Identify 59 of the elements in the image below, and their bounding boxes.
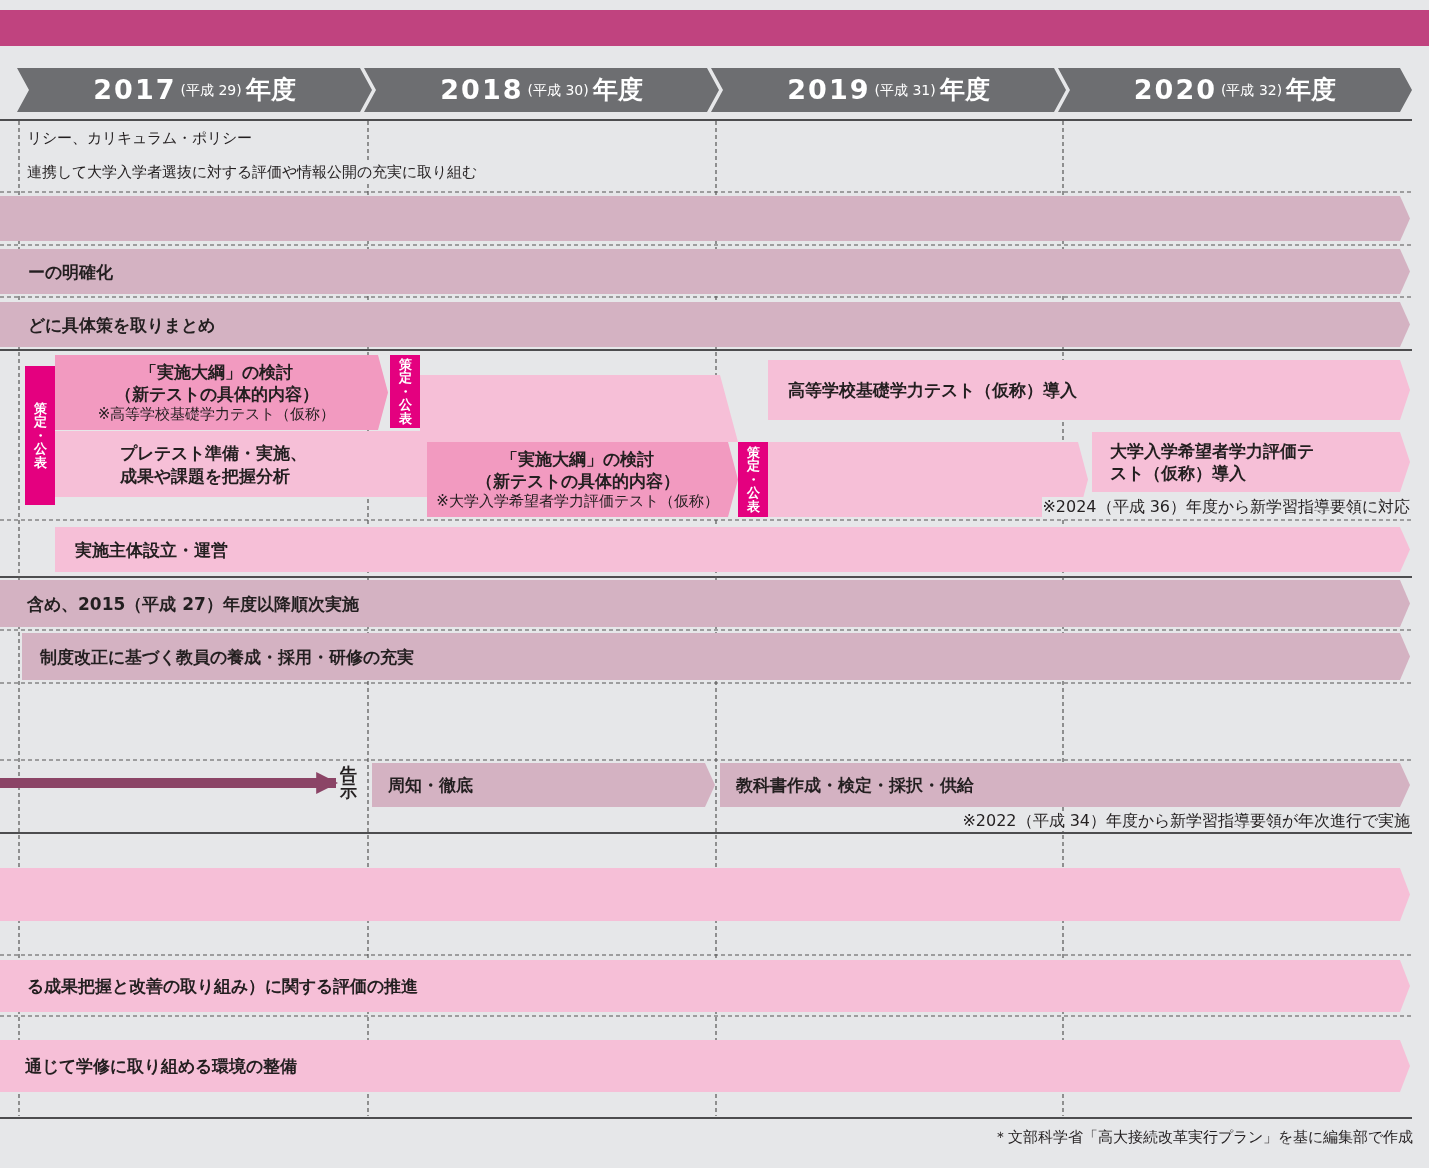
bar-label: 制度改正に基づく教員の養成・採用・研修の充実 — [40, 645, 414, 668]
year-text: 2017 — [93, 73, 177, 107]
bar-title: （新テストの具体的内容） — [475, 470, 680, 492]
year-text: 年度 — [592, 74, 643, 106]
timeline-bar — [55, 527, 1410, 572]
timeline-bar — [55, 355, 388, 430]
bar-label: 含め、2015（平成 27）年度以降順次実施 — [27, 592, 359, 615]
bar-label: 高等学校基礎学力テスト（仮称）導入 — [788, 379, 1077, 401]
bar-label: 実施主体設立・運営 — [75, 538, 228, 561]
year-text: 年度 — [1286, 74, 1337, 106]
footnote: ※2022（平成 34）年度から新学習指導要領が年次進行で実施 — [962, 811, 1410, 831]
tag-label: 策定・公表 — [398, 357, 412, 426]
timeline-bar — [0, 1040, 1410, 1092]
timeline-bar — [768, 360, 1410, 420]
bar-label: 通じて学修に取り組める環境の整備 — [25, 1055, 297, 1077]
timeline-bar — [372, 763, 715, 807]
bar-note: ※高等学校基礎学力テスト（仮称） — [97, 405, 336, 424]
year-text: 2020 — [1133, 73, 1217, 107]
timeline-bar — [22, 633, 1410, 680]
year-text: 年度 — [245, 74, 296, 106]
year-text: 年度 — [939, 74, 990, 106]
notice-label: 告示 — [339, 766, 357, 800]
timeline-bar — [1092, 432, 1410, 492]
arrow — [0, 772, 339, 794]
tag-label: 策定・公表 — [746, 445, 760, 514]
timeline-bar — [0, 249, 1410, 294]
timeline-bar — [427, 442, 738, 517]
bar-label: プレテスト準備・実施、成果や課題を把握分析 — [120, 442, 308, 488]
bar-label: 教科書作成・検定・採択・供給 — [736, 774, 974, 796]
year-text: (平成 30) — [527, 81, 589, 100]
footnote: ※2024（平成 36）年度から新学習指導要領に対応 — [1042, 497, 1410, 517]
year-text: (平成 31) — [874, 81, 936, 100]
year-header — [364, 68, 719, 112]
tag-label: 策定・公表 — [33, 401, 47, 470]
year-header — [1058, 68, 1412, 112]
timeline-bar — [0, 868, 1410, 921]
milestone-tag — [738, 442, 768, 517]
bar-title: 「実施大綱」の検討 — [140, 361, 293, 383]
milestone-tag — [390, 355, 420, 428]
year-text: 2019 — [787, 73, 871, 107]
timeline-bar — [0, 960, 1410, 1012]
timeline-bar — [0, 580, 1410, 627]
bar-label: 周知・徹底 — [388, 774, 473, 796]
milestone-tag — [25, 366, 55, 505]
timeline-bar — [0, 196, 1410, 241]
year-header — [711, 68, 1066, 112]
year-text: (平成 32) — [1220, 81, 1283, 100]
bar-note: ※大学入学希望者学力評価テスト（仮称） — [436, 492, 719, 511]
bar-label: る成果把握と改善の取り組み）に関する評価の推進 — [27, 975, 418, 997]
bar-label: どに具体策を取りまとめ — [28, 313, 215, 336]
bar-label: ーの明確化 — [28, 260, 113, 283]
bar-title: 「実施大綱」の検討 — [501, 448, 654, 470]
bar-label: 大学入学希望者学力評価テスト（仮称）導入 — [1110, 440, 1314, 484]
year-header — [17, 68, 372, 112]
year-text: (平成 29) — [180, 81, 242, 100]
timeline-bar — [720, 763, 1410, 807]
timeline-bar — [0, 302, 1410, 347]
bar-title: （新テストの具体的内容） — [114, 383, 319, 405]
year-text: 2018 — [440, 73, 524, 107]
